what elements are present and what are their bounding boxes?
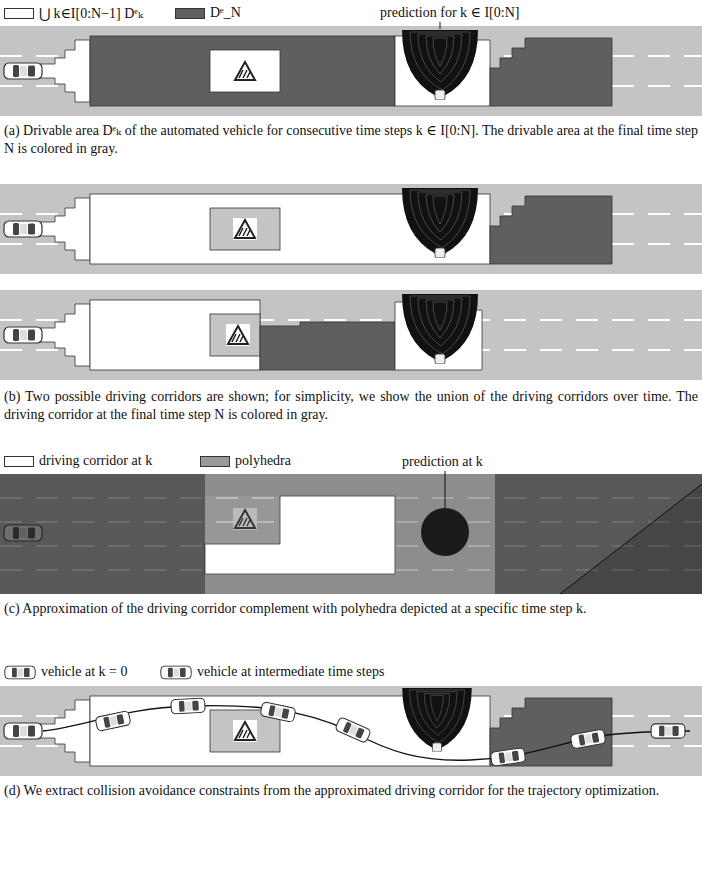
- legend-entry: vehicle at k = 0: [4, 664, 127, 680]
- legend-swatch: [4, 456, 34, 467]
- legend-swatch: [175, 8, 205, 19]
- prediction-label: prediction for k ∈ I[0:N]: [380, 4, 519, 22]
- car-icon: [4, 665, 36, 680]
- legend-text: polyhedra: [235, 453, 291, 469]
- legend-text: vehicle at intermediate time steps: [197, 664, 384, 680]
- legend-text: Dᵉ_N: [210, 5, 241, 21]
- legend-text: ⋃ k∈I[0:N−1] Dᵉₖ: [39, 5, 143, 22]
- legend-entry: driving corridor at k: [4, 453, 152, 469]
- legend-entry: polyhedra: [200, 453, 291, 469]
- caption-d: (d) We extract collision avoidance const…: [4, 782, 698, 800]
- legend-entry: ⋃ k∈I[0:N−1] Dᵉₖ: [4, 5, 143, 22]
- legend-swatch: [200, 456, 230, 467]
- legend-swatch: [4, 8, 34, 19]
- car-icon: [160, 665, 192, 680]
- prediction-label: prediction at k: [400, 453, 485, 471]
- caption-a: (a) Drivable area Dᵉₖ of the automated v…: [4, 122, 698, 158]
- legend-text: vehicle at k = 0: [41, 664, 127, 680]
- caption-c: (c) Approximation of the driving corrido…: [4, 600, 698, 618]
- legend-text: driving corridor at k: [39, 453, 152, 469]
- legend-entry: vehicle at intermediate time steps: [160, 664, 384, 680]
- legend-entry: Dᵉ_N: [175, 5, 241, 21]
- caption-b: (b) Two possible driving corridors are s…: [4, 388, 698, 424]
